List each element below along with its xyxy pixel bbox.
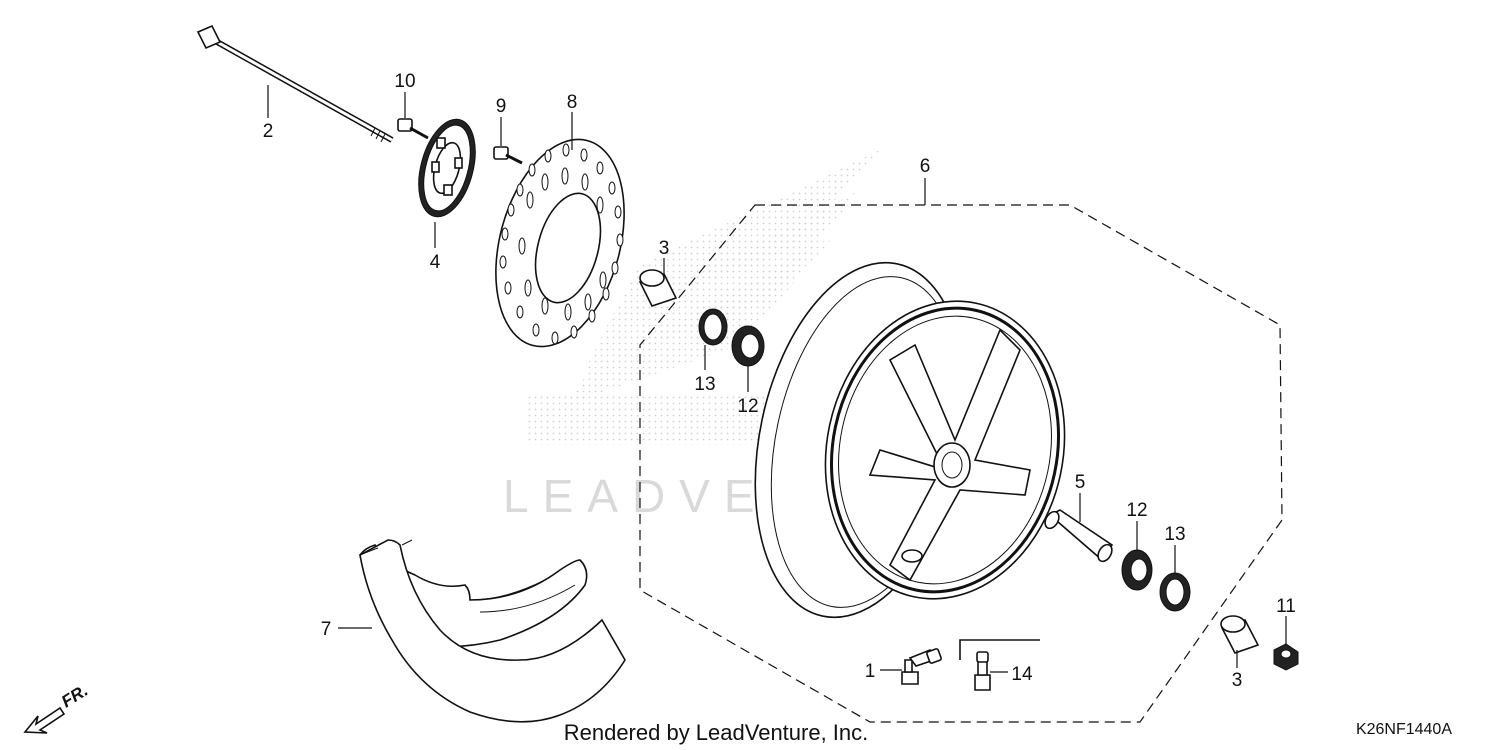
- dust-seal-part-13-left: [698, 308, 728, 346]
- brake-disc-part-8: [495, 138, 625, 348]
- axle-part-2: [196, 24, 394, 143]
- callout-7: 7: [321, 619, 332, 640]
- callout-8: 8: [567, 92, 578, 113]
- spacer-part-5: [1044, 509, 1114, 563]
- callout-12-right: 12: [1126, 500, 1147, 521]
- diagram-code: K26NF1440A: [1356, 721, 1452, 738]
- callout-10: 10: [394, 71, 415, 92]
- callout-14: 14: [1011, 664, 1033, 685]
- bolt-part-9: [493, 146, 523, 165]
- callout-1: 1: [865, 661, 876, 682]
- callout-5: 5: [1075, 472, 1086, 493]
- callout-13-right: 13: [1164, 524, 1185, 545]
- callout-3-top: 3: [659, 238, 670, 259]
- dust-seal-part-13-right: [1159, 572, 1191, 612]
- callout-3-bottom: 3: [1232, 670, 1243, 691]
- pulser-ring-part-4: [418, 118, 476, 218]
- assembly-boundary: [639, 204, 1283, 723]
- tire-part-7: [359, 539, 626, 723]
- callout-4: 4: [430, 252, 441, 273]
- nut-part-11: [1273, 643, 1299, 671]
- callout-9: 9: [496, 96, 507, 117]
- callout-11: 11: [1276, 596, 1296, 617]
- callout-2: 2: [263, 121, 274, 142]
- callout-6: 6: [920, 156, 931, 177]
- collar-part-3-bottom: [1220, 615, 1260, 654]
- bearing-part-12-right: [1121, 549, 1153, 591]
- collar-part-3-top: [638, 269, 678, 307]
- valve-part-1: [901, 648, 942, 685]
- wheel-part-6: [754, 261, 1066, 619]
- rendered-by-credit: Rendered by LeadVenture, Inc.: [564, 720, 869, 745]
- bearing-part-12-left: [731, 325, 765, 367]
- front-direction-arrow-icon: [23, 706, 66, 734]
- valve-part-14: [959, 639, 1040, 691]
- callout-13-left: 13: [694, 374, 715, 395]
- front-direction-label: FR.: [58, 681, 91, 712]
- bolt-part-10: [397, 118, 429, 140]
- callout-12-left: 12: [737, 396, 758, 417]
